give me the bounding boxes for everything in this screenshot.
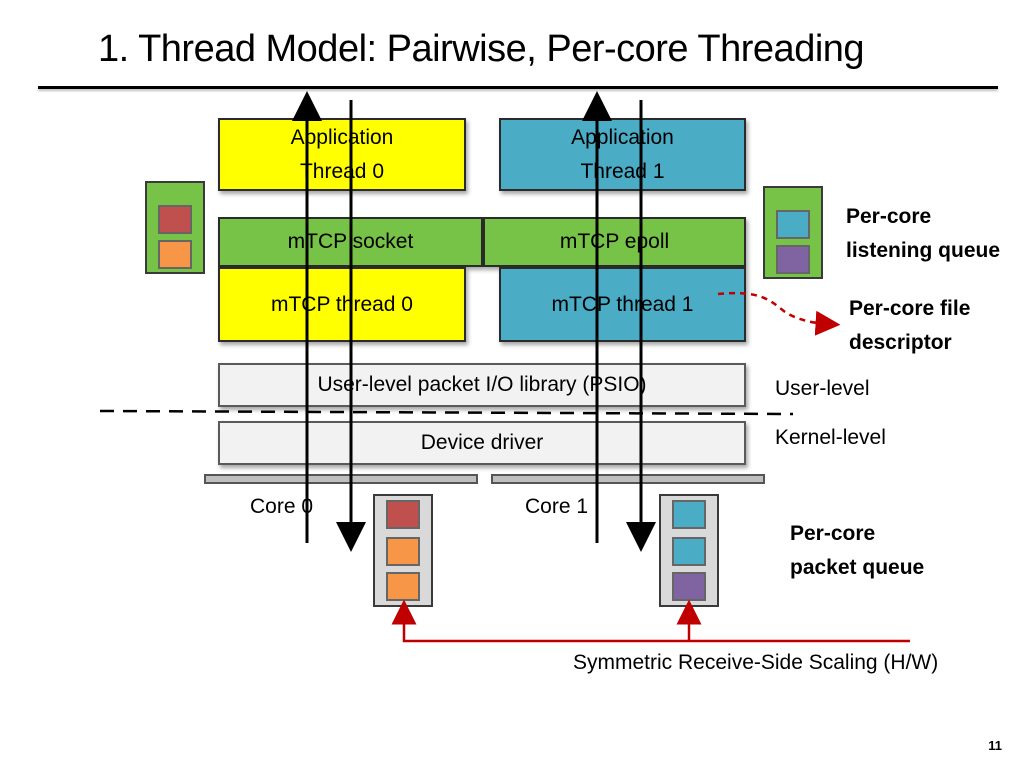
page-number: 11 (988, 738, 1002, 753)
user-level-label: User-level (775, 377, 870, 400)
rss-label: Symmetric Receive-Side Scaling (H/W) (573, 651, 939, 674)
listening-queue-core-0 (145, 181, 205, 274)
queue-item-orange (386, 537, 420, 566)
file-descriptor-pointer-arrow (717, 291, 841, 336)
queue-item-orange (386, 572, 420, 601)
per-core-packet-queue-label: Per-core packet queue (790, 522, 925, 579)
kernel-level-label: Kernel-level (775, 426, 886, 449)
packet-queue-core-1 (659, 494, 719, 607)
mtcp-thread-1-box: mTCP thread 1 (499, 267, 746, 342)
title-underline (38, 86, 998, 89)
queue-item-orange (158, 240, 192, 269)
listening-queue-core-1 (763, 186, 823, 279)
core-1-bar (491, 474, 765, 484)
core-0-bar (204, 474, 478, 484)
slide-title: 1. Thread Model: Pairwise, Per-core Thre… (98, 28, 865, 70)
core-1-label: Core 1 (525, 495, 589, 518)
application-thread-1-box: Application Thread 1 (499, 118, 746, 191)
queue-item-purple (672, 572, 706, 601)
per-core-file-descriptor-label: Per-core file descriptor (849, 297, 971, 354)
queue-item-purple (776, 245, 810, 274)
queue-item-cyan (776, 210, 810, 239)
queue-item-red (158, 205, 192, 234)
user-kernel-boundary-line (99, 409, 794, 416)
mtcp-thread-0-box: mTCP thread 0 (218, 267, 466, 342)
queue-item-cyan (672, 500, 706, 529)
core-0-label: Core 0 (250, 495, 314, 518)
per-core-listening-queue-label: Per-core listening queue (846, 205, 1001, 262)
rss-to-core-0-arrow (391, 599, 910, 643)
queue-item-red (386, 500, 420, 529)
queue-item-cyan (672, 537, 706, 566)
